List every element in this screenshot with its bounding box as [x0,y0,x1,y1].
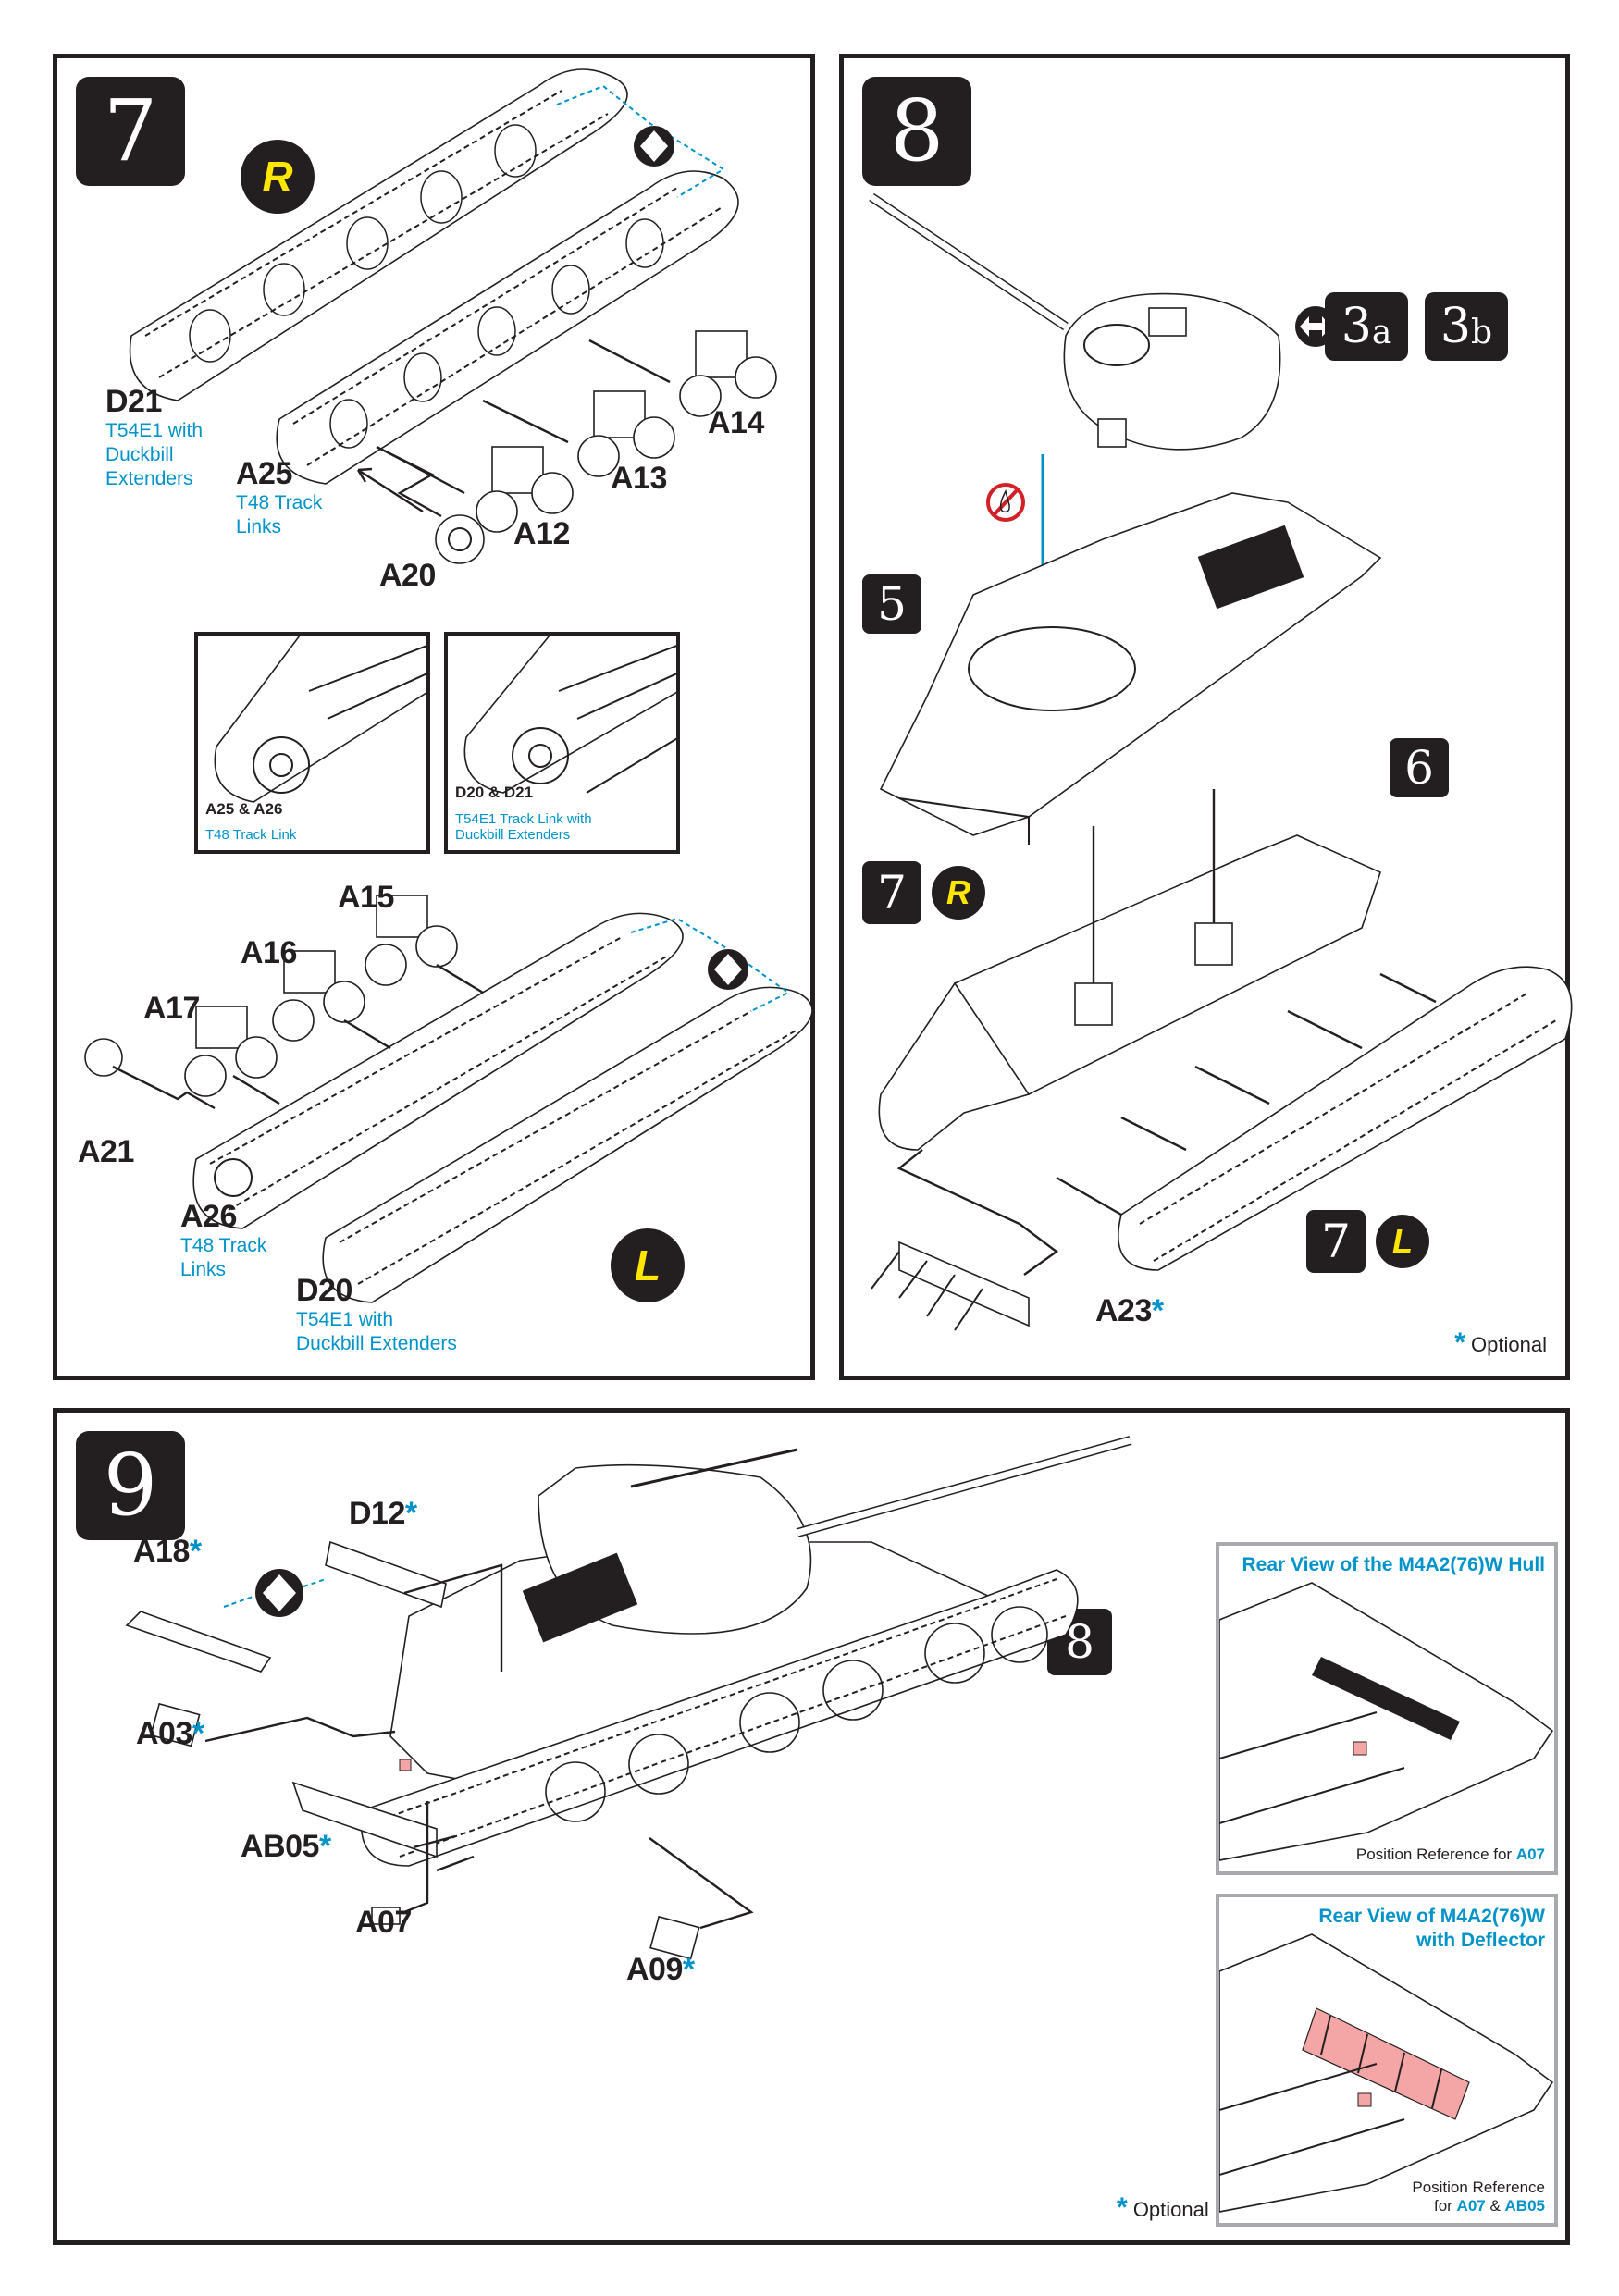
reference-view-deflector: Rear View of M4A2(76)W with Deflector Po… [1216,1894,1558,2227]
ref-step-6: 6 [1390,738,1449,797]
part-label-a18: A18* [133,1534,202,1569]
a07-drawing [371,1907,401,1925]
part-label-a17: A17 [143,991,200,1026]
part-label-d12: D12* [349,1496,417,1531]
inset-title: D20 & D21 [455,784,534,801]
ref-step-5: 5 [862,574,921,634]
track-d21-drawing [129,68,628,401]
reference-view-note: Position Reference for A07 [1355,1845,1545,1863]
a09-drawing [649,1915,700,1960]
optional-legend: * Optional [1454,1327,1547,1358]
optional-star-icon: * [1117,2192,1128,2223]
ref-step-7-left: 7 [1306,1210,1366,1273]
track-a26-drawing [192,912,684,1229]
inset-t48-track-link: A25 & A26 T48 Track Link [194,632,430,854]
sprocket-a21-drawing [84,1038,123,1077]
right-track-drawing [878,981,1031,1151]
track-d20-drawing [322,986,813,1303]
step-7-number: 7 [76,77,185,186]
part-label-a13: A13 [611,461,667,496]
inset-subtitle: T54E1 Track Link with Duckbill Extenders [455,811,592,843]
reference-view-title: Rear View of M4A2(76)W with Deflector [1318,1906,1545,1951]
part-desc-d21: T54E1 with Duckbill Extenders [105,420,204,489]
reference-view-title: Rear View of the M4A2(76)W Hull [1242,1554,1545,1575]
inset-t54e1-track-link: D20 & D21 T54E1 Track Link with Duckbill… [444,632,680,854]
step-8-panel: 8 [839,54,1573,1380]
inset-subtitle: T48 Track Link [205,827,297,843]
part-label-d21: D21 [105,384,162,419]
lower-hull-drawing [917,834,1381,1105]
part-desc-a26: T48 Track Links [180,1235,267,1280]
step-9-illustration [125,1436,1132,1960]
part-label-a25: A25 [236,456,292,491]
part-label-a21: A21 [78,1134,134,1169]
part-label-a16: A16 [241,935,297,970]
a03-drawing [150,1702,201,1747]
bogie-drawings-left [184,895,458,1097]
ab05-drawing [291,1781,438,1858]
alternative-option-icon-upper [634,126,674,167]
side-badge-right: R [932,866,985,920]
part-label-a14: A14 [708,405,764,440]
part-label-ab05: AB05* [241,1829,331,1864]
step-9-number: 9 [76,1431,185,1540]
bogie-drawings [476,330,777,533]
left-track-drawing [1118,966,1573,1271]
tank-drawing [360,1436,1132,1867]
part-label-a09: A09* [626,1952,695,1987]
part-label-a07: A07 [355,1905,412,1940]
track-a25-drawing [276,170,739,485]
sprocket-a20-drawing [435,514,485,564]
reference-view-note: Position Reference for A07 & AB05 [1412,2179,1545,2215]
a23-drawing [871,1241,1030,1331]
step-7-panel: 7 R [53,54,815,1380]
part-label-a12: A12 [513,516,570,551]
part-label-a15: A15 [338,880,394,915]
part-label-d20: D20 [296,1273,352,1308]
part-desc-a25: T48 Track Links [236,492,323,537]
alternative-option-icon [255,1569,303,1617]
step-8-number: 8 [862,77,971,186]
upper-hull-drawing [879,492,1382,845]
part-desc-d20: T54E1 with Duckbill Extenders [296,1309,457,1354]
d12-drawing [325,1540,447,1609]
side-badge-right: R [241,140,315,214]
step-9-panel: 9 8 [53,1408,1570,2245]
optional-star-icon: * [1454,1327,1465,1358]
a18-drawing [125,1611,272,1673]
ref-step-7-right: 7 [862,861,921,924]
part-label-a26: A26 [180,1199,237,1234]
part-label-a23: A23* [1095,1293,1164,1328]
inset-title: A25 & A26 [205,800,283,818]
part-label-a20: A20 [379,558,436,593]
side-badge-left: L [611,1228,685,1302]
turret-drawing [869,192,1281,451]
optional-legend: * Optional [1117,2192,1209,2223]
side-badge-left: L [1376,1215,1429,1268]
alternative-option-icon-lower [708,949,748,990]
part-label-a03: A03* [136,1716,204,1751]
no-glue-icon [986,483,1025,522]
step-7-illustration [84,68,813,1303]
reference-view-hull: Rear View of the M4A2(76)W Hull Position… [1216,1542,1558,1875]
step-8-illustration [869,192,1573,1331]
